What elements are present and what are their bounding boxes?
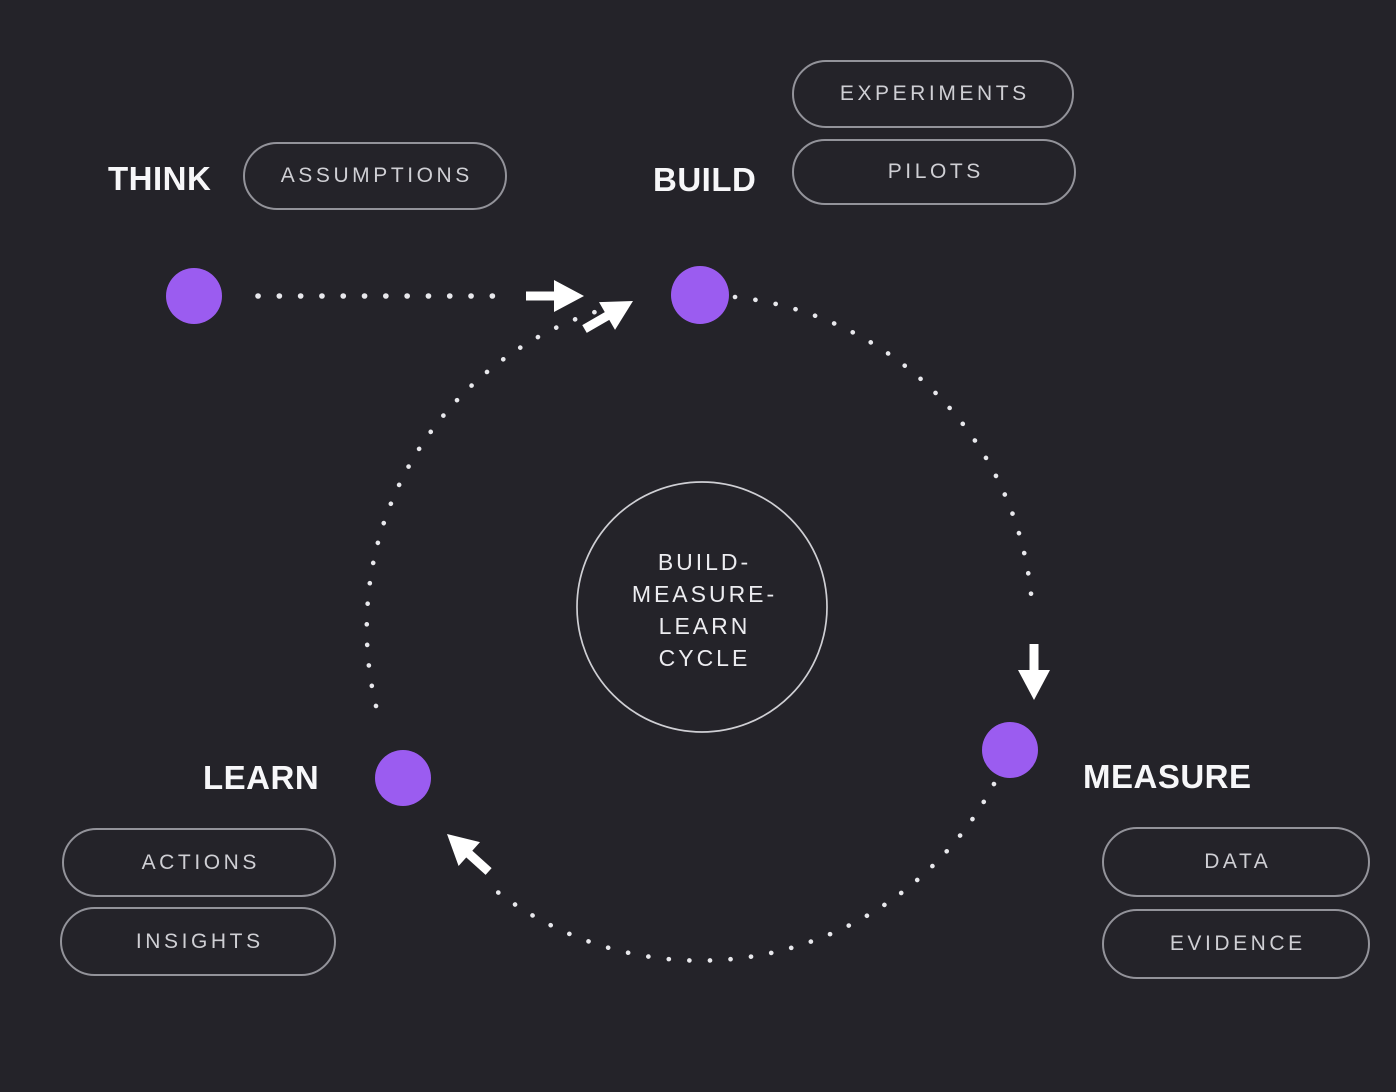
measure-tag-data: DATA [1102, 827, 1370, 897]
think-node-dot [166, 268, 222, 324]
think-label: THINK [108, 160, 212, 197]
build-label: BUILD [653, 161, 757, 198]
center-cycle-title-line: BUILD- [657, 549, 752, 575]
learn-tag-actions: ACTIONS [62, 828, 336, 897]
learn-node-dot [375, 750, 431, 806]
build-tag-experiments: EXPERIMENTS [792, 60, 1074, 128]
build-tag-pilots: PILOTS [792, 139, 1076, 205]
learn-label: LEARN [203, 759, 320, 796]
center-circle-outline [576, 481, 828, 733]
learn-tag-insights: INSIGHTS [60, 907, 336, 976]
arrow-up-right-icon [582, 301, 633, 333]
arrow-down-icon [1018, 644, 1050, 700]
arrow-right-icon [526, 280, 584, 312]
center-cycle-title-line: CYCLE [658, 645, 751, 671]
measure-tag-evidence: EVIDENCE [1102, 909, 1370, 979]
center-cycle-title-line: MEASURE- [631, 581, 778, 607]
build-node-dot [671, 266, 729, 324]
dotted-arc-learn-to-build [364, 305, 611, 709]
dotted-arc-measure-to-learn [492, 781, 997, 963]
arrow-up-left-icon [447, 834, 492, 875]
center-cycle-title-line: LEARN [658, 613, 751, 639]
measure-node-dot [982, 722, 1038, 778]
measure-label: MEASURE [1083, 758, 1252, 795]
think-tag-assumptions: ASSUMPTIONS [243, 142, 507, 210]
center-cycle-title: BUILD- MEASURE- LEARN CYCLE [553, 546, 853, 674]
